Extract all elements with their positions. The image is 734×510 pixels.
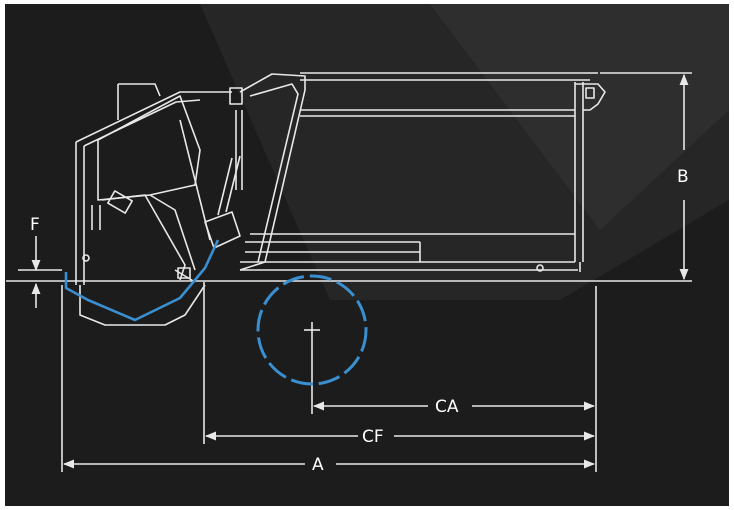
label-ca: CA	[435, 397, 459, 417]
dump-body	[240, 72, 606, 272]
label-b: B	[677, 167, 689, 187]
headboard	[229, 73, 306, 271]
label-a: A	[312, 455, 324, 475]
hopper-frame	[75, 83, 232, 326]
conveyor-chain-blue	[64, 239, 220, 322]
lift-cylinder	[204, 155, 241, 249]
label-f: F	[30, 215, 40, 235]
wheel-outline	[256, 274, 368, 386]
background-diagonal-panel-2	[430, 4, 729, 230]
dimension-b	[598, 72, 692, 282]
axle-center-cross	[304, 322, 320, 340]
label-cf: CF	[362, 427, 384, 447]
dimension-f	[18, 236, 62, 308]
